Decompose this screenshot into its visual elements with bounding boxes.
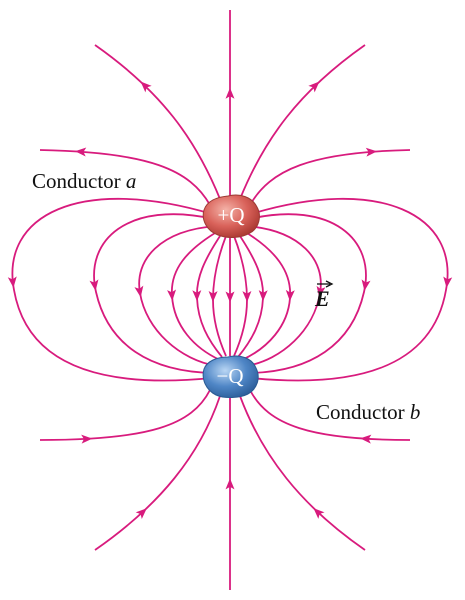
- arrowhead-icon: [192, 290, 202, 302]
- field-line-loop-right-1: [250, 197, 449, 382]
- arrowhead-icon: [75, 147, 87, 157]
- field-lines-group: [11, 10, 449, 590]
- field-line-bottom-left-1: [94, 395, 221, 551]
- arrowhead-icon: [313, 508, 325, 519]
- field-line-top-right-1: [239, 44, 366, 200]
- field-line-loop-left-1: [11, 197, 213, 382]
- field-line-top-right-2: [249, 149, 411, 206]
- arrowhead-icon: [225, 87, 235, 99]
- arrowhead-icon: [7, 276, 17, 288]
- arrowhead-icon: [316, 285, 326, 298]
- negative-charge-label: −Q: [216, 364, 243, 388]
- conductor-b-letter: b: [409, 400, 421, 424]
- conductor-a-letter: a: [125, 169, 137, 193]
- arrowhead-icon: [258, 290, 268, 302]
- negative-conductor: −Q: [202, 355, 259, 398]
- arrowhead-icon: [365, 147, 378, 157]
- field-line-bottom-left-2: [39, 389, 211, 441]
- arrowhead-icon: [208, 291, 218, 303]
- vector-arrow-head: [325, 280, 334, 288]
- conductor-b-label: Conductor b: [316, 402, 420, 423]
- field-line-bottom-right-2: [249, 389, 411, 441]
- arrowhead-icon: [225, 478, 235, 490]
- field-line-top-left-1: [94, 44, 221, 200]
- arrowhead-icon: [140, 81, 152, 93]
- arrowhead-icon: [167, 289, 177, 301]
- field-symbol: E: [314, 286, 330, 311]
- field-line-loop-left-3: [138, 225, 218, 367]
- arrowhead-icon: [242, 291, 252, 303]
- conductor-a-label: Conductor a: [32, 171, 136, 192]
- arrowhead-icon: [443, 276, 453, 288]
- arrowhead-icon: [360, 434, 372, 444]
- arrowhead-icon: [89, 279, 99, 291]
- electric-field-label: E: [314, 280, 334, 311]
- arrowhead-icon: [135, 508, 147, 520]
- positive-charge-label: +Q: [217, 203, 244, 227]
- field-arrows-group: [7, 81, 453, 520]
- arrowhead-icon: [285, 289, 295, 302]
- arrowhead-icon: [134, 285, 144, 298]
- field-line-loop-right-5: [237, 232, 264, 358]
- positive-conductor: +Q: [202, 194, 260, 238]
- arrowhead-icon: [308, 81, 320, 93]
- field-line-bottom-right-1: [239, 395, 366, 551]
- arrowhead-icon: [225, 291, 235, 303]
- arrowhead-icon: [81, 434, 93, 444]
- field-line-loop-left-5: [196, 232, 223, 358]
- conductor-a-word: Conductor: [32, 169, 121, 193]
- field-line-loop-right-2: [248, 213, 367, 374]
- field-line-loop-right-3: [245, 225, 322, 367]
- conductor-b-word: Conductor: [316, 400, 405, 424]
- field-line-loop-left-2: [93, 213, 215, 374]
- arrowhead-icon: [361, 279, 371, 291]
